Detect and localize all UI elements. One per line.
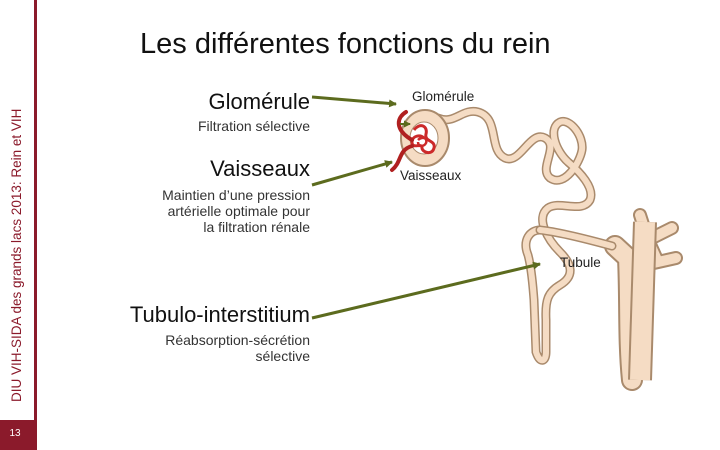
tubulo-description-line: sélective bbox=[255, 348, 310, 364]
vaisseaux-heading: Vaisseaux bbox=[210, 156, 310, 181]
tubulo-arrow bbox=[311, 261, 541, 320]
vaisseaux-description-line: Maintien d’une pression bbox=[162, 187, 310, 203]
glomerule-arrow bbox=[311, 95, 397, 108]
diagram-label-glomerule: Glomérule bbox=[412, 89, 475, 104]
diagram-label-tubule: Tubule bbox=[560, 255, 601, 270]
tubulo-description-line: Réabsorption-sécrétion bbox=[165, 332, 310, 348]
tubule bbox=[433, 106, 617, 365]
vaisseaux-description-line: artérielle optimale pour bbox=[167, 203, 310, 219]
tubulo-description: Réabsorption-sécrétion sélective bbox=[165, 332, 310, 364]
glomerule-heading: Glomérule bbox=[208, 89, 310, 114]
slide-title: Les différentes fonctions du rein bbox=[140, 28, 551, 60]
vessels bbox=[390, 110, 414, 172]
vaisseaux-arrow bbox=[311, 160, 393, 187]
vaisseaux-description-line: la filtration rénale bbox=[203, 219, 310, 235]
glomerule-description: Filtration sélective bbox=[197, 118, 310, 134]
page-number: 13 bbox=[9, 428, 21, 439]
vaisseaux-description: Maintien d’une pression artérielle optim… bbox=[162, 187, 310, 235]
tubulo-heading: Tubulo-interstitium bbox=[129, 302, 310, 327]
sidebar bbox=[0, 0, 34, 420]
page-number-box bbox=[0, 420, 37, 450]
diagram-label-vaisseaux: Vaisseaux bbox=[400, 168, 462, 183]
sidebar-accent-bar bbox=[34, 0, 37, 420]
glomerulus-capsule bbox=[400, 109, 450, 167]
collecting-duct bbox=[604, 208, 683, 391]
